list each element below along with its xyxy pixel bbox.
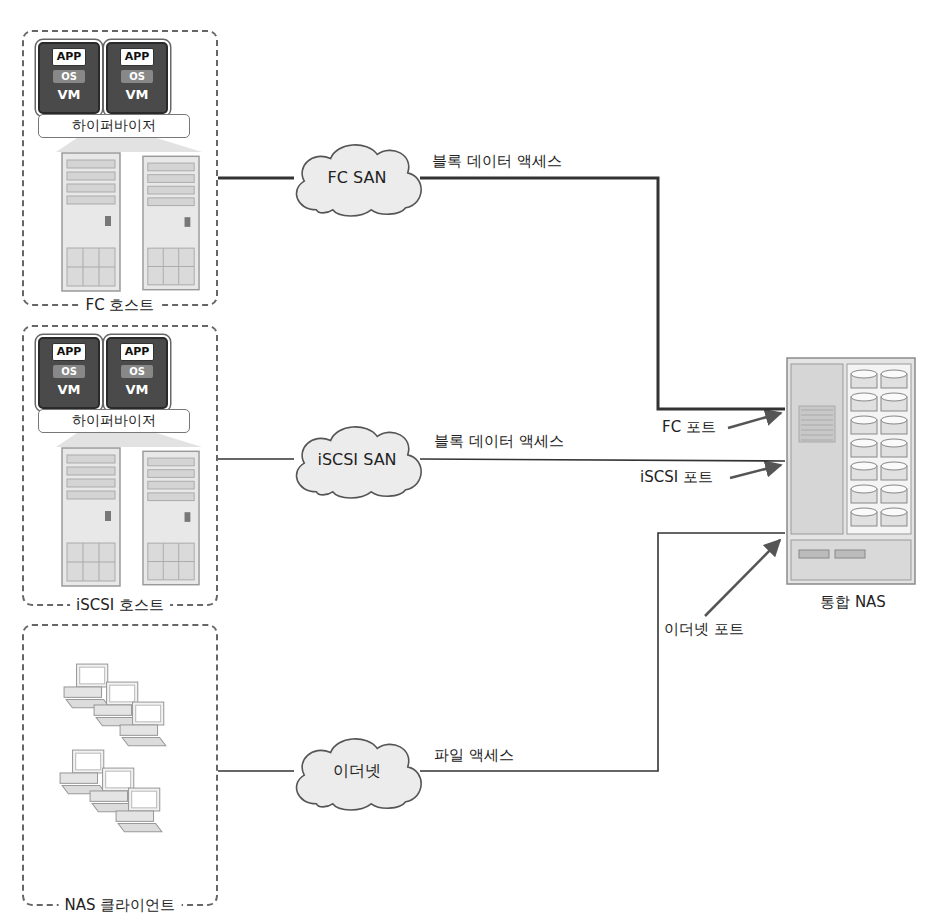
illustration-part (120, 702, 166, 746)
cloud-shape (297, 145, 422, 216)
vent-line (801, 435, 833, 436)
vent-line (801, 430, 833, 431)
connector (420, 178, 785, 409)
disk-top (881, 393, 907, 401)
group-label: NAS 클라이언트 (59, 896, 182, 915)
disk-top (881, 508, 907, 516)
vm-icon: APP OS VM (106, 42, 168, 114)
vm-vmt-label: VM (58, 382, 81, 398)
iscsi-servers (56, 431, 202, 586)
illustration-part (62, 153, 120, 291)
network-cloud: FC SAN (286, 136, 428, 218)
edge-label: 블록 데이터 액세스 (432, 152, 562, 170)
nas-drawer (791, 540, 911, 580)
vm-os-label: OS (53, 70, 85, 83)
illustration-part (56, 136, 202, 152)
vm-os-label: OS (121, 365, 153, 378)
connector (420, 533, 785, 771)
edge-label: 파일 액세스 (434, 746, 514, 764)
disk-top (851, 370, 877, 378)
host-group: iSCSI 호스트APPOSVMAPPOSVM하이퍼바이저 (22, 325, 218, 606)
port-label: FC 포트 (662, 418, 716, 436)
disk-top (881, 416, 907, 424)
disk-top (851, 393, 877, 401)
nas-handle (799, 550, 829, 558)
vm-icon: APP OS VM (38, 42, 100, 114)
cloud-label: iSCSI SAN (317, 450, 396, 469)
illustration-part (728, 413, 781, 428)
illustration-part (64, 664, 110, 708)
storage-device: 통합 NAS (785, 356, 921, 612)
disk-top (851, 508, 877, 516)
disk-top (851, 485, 877, 493)
illustration-part (143, 156, 199, 289)
connector (420, 459, 785, 461)
vent-line (801, 425, 833, 426)
disk-top (881, 370, 907, 378)
illustration-part (60, 750, 106, 794)
hypervisor-label: 하이퍼바이저 (72, 412, 156, 430)
disk-top (851, 439, 877, 447)
client-pcs (60, 664, 166, 832)
disk-top (851, 462, 877, 470)
vm-os-label: OS (121, 70, 153, 83)
vm-app-label: APP (52, 48, 87, 66)
vm-vmt-label: VM (126, 87, 149, 103)
vent-line (801, 420, 833, 421)
port-label: iSCSI 포트 (640, 468, 713, 486)
vent-line (801, 415, 833, 416)
network-cloud: iSCSI SAN (286, 418, 428, 500)
nas-illustration (785, 356, 920, 588)
host-group: FC 호스트APPOSVMAPPOSVM하이퍼바이저 (22, 30, 218, 306)
connector (218, 458, 294, 460)
vm-vmt-label: VM (126, 382, 149, 398)
vent-line (801, 440, 833, 441)
cloud-shape (297, 427, 422, 498)
disk-top (881, 462, 907, 470)
cloud-label: 이더넷 (333, 761, 381, 782)
host-group: NAS 클라이언트 (22, 624, 218, 906)
cloud-shape (297, 739, 422, 810)
nas-body (787, 358, 915, 584)
illustration-part (56, 431, 202, 447)
illustration-part (62, 448, 120, 586)
vm-app-label: APP (120, 48, 155, 66)
hypervisor-box: 하이퍼바이저 (38, 409, 190, 433)
hypervisor-box: 하이퍼바이저 (38, 114, 190, 138)
vm-os-label: OS (53, 365, 85, 378)
vm-icon: APP OS VM (106, 337, 168, 409)
vm-vmt-label: VM (58, 87, 81, 103)
illustration-part (116, 788, 162, 832)
disk-top (881, 485, 907, 493)
cloud-label: FC SAN (328, 168, 387, 187)
connector (218, 770, 294, 772)
vm-app-label: APP (52, 343, 87, 361)
edge-label: 블록 데이터 액세스 (434, 432, 564, 450)
nas-vent (799, 406, 835, 442)
port-label: 이더넷 포트 (664, 620, 744, 638)
fc-servers (56, 136, 202, 291)
hypervisor-label: 하이퍼바이저 (72, 117, 156, 135)
nas-panel (791, 364, 843, 534)
device-label: 통합 NAS (785, 593, 921, 612)
group-label: FC 호스트 (80, 296, 161, 315)
vm-app-label: APP (120, 343, 155, 361)
vent-line (801, 410, 833, 411)
nas-handle (835, 550, 865, 558)
illustration-part (730, 465, 781, 478)
disk-top (851, 416, 877, 424)
vm-icon: APP OS VM (38, 337, 100, 409)
group-label: iSCSI 호스트 (70, 596, 170, 615)
network-cloud: 이더넷 (286, 730, 428, 812)
port-leaders (705, 413, 781, 616)
illustration-part (143, 451, 199, 584)
nas-disk-bay (847, 364, 911, 534)
disk-top (881, 439, 907, 447)
illustration-part (705, 540, 780, 616)
connector (218, 177, 294, 180)
